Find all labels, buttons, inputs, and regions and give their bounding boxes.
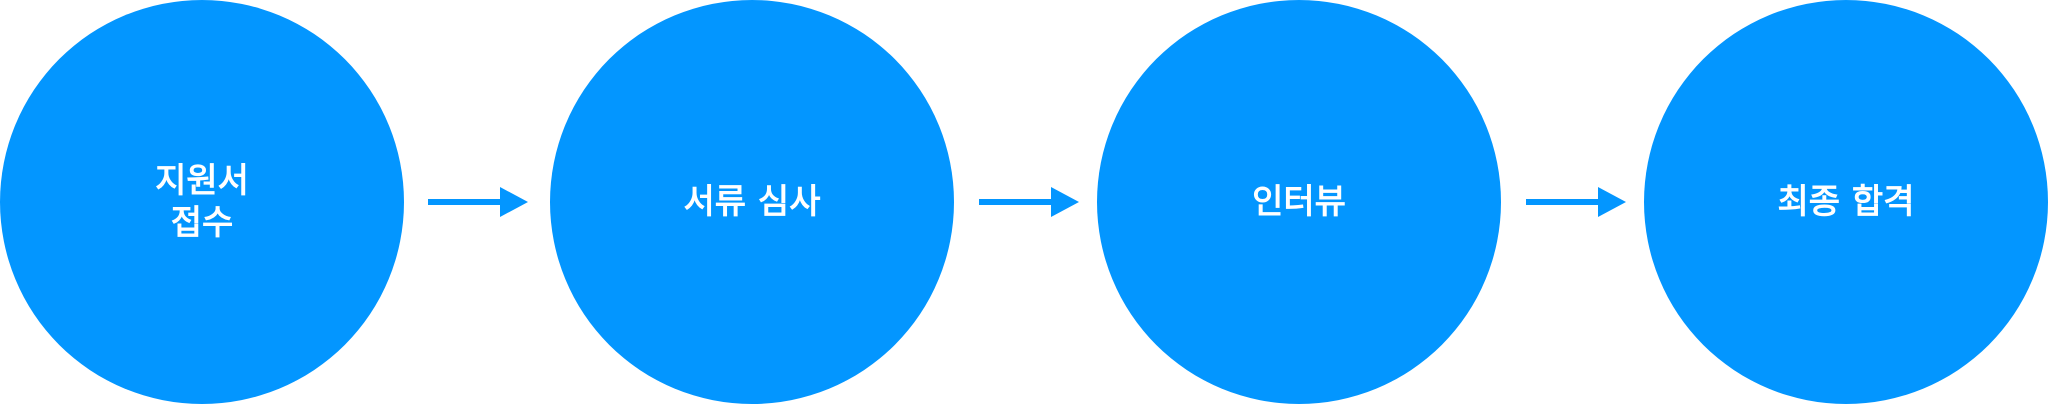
step-document-review-circle: 서류 심사 [550,0,954,404]
arrow-right-icon [1526,187,1626,217]
step-application-circle: 지원서 접수 [0,0,404,404]
step-final-acceptance-circle: 최종 합격 [1644,0,2048,404]
step-document-review-label: 서류 심사 [683,181,821,222]
step-application-label: 지원서 접수 [155,160,249,244]
arrow-right-icon [979,187,1079,217]
step-interview-circle: 인터뷰 [1097,0,1501,404]
step-final-acceptance-label: 최종 합격 [1777,181,1915,222]
step-interview-label: 인터뷰 [1252,181,1346,222]
arrow-right-icon [428,187,528,217]
